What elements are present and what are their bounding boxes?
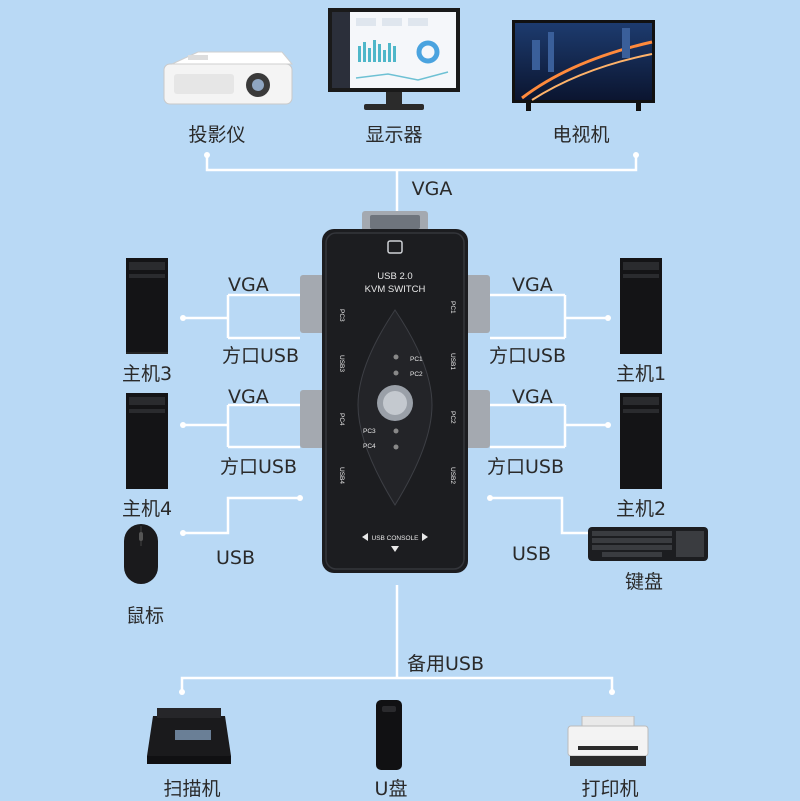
mouse-line [183, 496, 300, 535]
tv-label: 电视机 [552, 124, 610, 146]
keyboard-line [490, 496, 592, 535]
monitor-image [328, 8, 460, 110]
host1-vga-label: VGA [512, 274, 553, 296]
mouse-usb-label: USB [216, 547, 256, 569]
side-usb2-label: USB2 [449, 467, 456, 484]
udisk-image [376, 700, 402, 770]
keyboard-image [588, 527, 708, 561]
switch-console-label: USB CONSOLE [372, 535, 420, 542]
scanner-label: 扫描机 [163, 778, 221, 800]
side-usb4-label: USB4 [338, 467, 345, 484]
tv-image [512, 20, 655, 111]
host2-tower [620, 393, 662, 489]
mouse-image [124, 524, 158, 584]
kvm-switch: USB 2.0 KVM SWITCH USB CONSOLE PC1 PC2 P… [300, 211, 490, 573]
host3-usb-label: 方口USB [222, 345, 300, 367]
bottom-bus-line [180, 676, 614, 692]
printer-image [567, 716, 649, 766]
side-pc4-label: PC4 [338, 413, 345, 426]
backup-usb-label: 备用USB [407, 653, 485, 675]
side-usb1-label: USB1 [449, 353, 456, 370]
host4-tower [126, 393, 168, 489]
host2-vga-label: VGA [512, 386, 553, 408]
keyboard-label: 键盘 [625, 571, 664, 593]
host1-usb-label: 方口USB [489, 345, 567, 367]
host3-tower [126, 258, 168, 354]
scanner-image [147, 708, 231, 764]
host4-usb-label: 方口USB [220, 456, 298, 478]
host4-vga-label: VGA [228, 386, 269, 408]
printer-label: 打印机 [581, 778, 639, 800]
mouse-label: 鼠标 [126, 605, 165, 627]
switch-line2: KVM SWITCH [365, 284, 426, 295]
port-pc4-label: PC4 [363, 443, 376, 450]
udisk-label: U盘 [374, 778, 408, 800]
host4-label: 主机4 [122, 498, 173, 520]
monitor-label: 显示器 [365, 124, 423, 146]
port-pc3-label: PC3 [363, 428, 376, 435]
host2-usb-label: 方口USB [487, 456, 565, 478]
side-pc2-label: PC2 [449, 411, 456, 424]
host1-tower [620, 258, 662, 354]
host2-label: 主机2 [616, 498, 667, 520]
top-vga-label: VGA [411, 178, 453, 200]
top-bus-line [205, 155, 638, 172]
host1-label: 主机1 [616, 363, 667, 385]
port-pc2-label: PC2 [410, 371, 423, 378]
side-pc3-label: PC3 [338, 309, 345, 322]
port-pc1-label: PC1 [410, 356, 423, 363]
side-pc1-label: PC1 [449, 301, 456, 314]
host3-label: 主机3 [122, 363, 173, 385]
projector-image [163, 51, 294, 105]
host3-vga-label: VGA [228, 274, 269, 296]
projector-label: 投影仪 [188, 124, 246, 146]
side-usb3-label: USB3 [338, 355, 345, 372]
switch-line1: USB 2.0 [377, 271, 412, 282]
keyboard-usb-label: USB [512, 543, 552, 565]
